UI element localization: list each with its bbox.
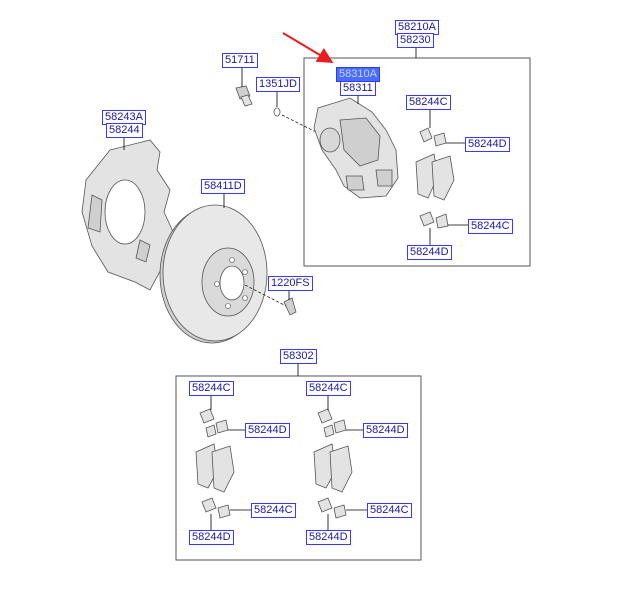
caliper-brake-pads bbox=[415, 153, 455, 201]
kit-pads-right bbox=[313, 443, 353, 493]
part-label-58310a-selected[interactable]: 58310A bbox=[336, 67, 380, 82]
kit-clips-left-lower bbox=[201, 497, 231, 519]
backing-plate bbox=[81, 139, 176, 291]
part-label-58243a[interactable]: 58243A bbox=[102, 110, 146, 125]
part-label-58230[interactable]: 58230 bbox=[397, 33, 434, 48]
part-label-58302[interactable]: 58302 bbox=[280, 349, 317, 364]
disc-screw bbox=[283, 297, 297, 316]
part-label-58244c-caliper-lower[interactable]: 58244C bbox=[468, 219, 513, 234]
part-label-1351jd[interactable]: 1351JD bbox=[256, 77, 300, 92]
kit-clips-right-upper bbox=[317, 408, 347, 438]
part-label-51711[interactable]: 51711 bbox=[222, 53, 258, 68]
selection-arrow bbox=[282, 32, 334, 64]
part-label-58244d-caliper-upper[interactable]: 58244D bbox=[465, 137, 510, 152]
part-label-1220fs[interactable]: 1220FS bbox=[268, 276, 313, 291]
part-label-58311[interactable]: 58311 bbox=[340, 81, 376, 96]
brake-disc bbox=[159, 204, 268, 344]
kit-pads-left bbox=[195, 443, 235, 493]
part-label-58210a[interactable]: 58210A bbox=[395, 20, 439, 35]
part-label-58411d[interactable]: 58411D bbox=[201, 179, 245, 194]
part-label-58244d-kit-right-lower[interactable]: 58244D bbox=[306, 530, 351, 545]
guide-bolt bbox=[235, 85, 253, 107]
pad-kit-box bbox=[175, 375, 422, 561]
brake-caliper bbox=[313, 97, 399, 199]
part-label-58244d-kit-right-upper[interactable]: 58244D bbox=[363, 423, 408, 438]
kit-clips-right-lower bbox=[317, 497, 347, 519]
part-label-58244c-kit-right-lower[interactable]: 58244C bbox=[367, 503, 412, 518]
part-label-58244d-kit-left-lower[interactable]: 58244D bbox=[189, 530, 234, 545]
part-label-58244d-kit-left-upper[interactable]: 58244D bbox=[245, 423, 290, 438]
caliper-assembly-box bbox=[303, 57, 531, 267]
washer bbox=[273, 107, 281, 117]
part-label-58244[interactable]: 58244 bbox=[106, 123, 143, 138]
part-label-58244c-kit-left-lower[interactable]: 58244C bbox=[251, 503, 296, 518]
caliper-pad-clips-upper bbox=[419, 127, 447, 147]
part-label-58244c-kit-right-upper[interactable]: 58244C bbox=[306, 381, 351, 396]
part-label-58244c-kit-left-upper[interactable]: 58244C bbox=[189, 381, 234, 396]
part-label-58244d-caliper-lower[interactable]: 58244D bbox=[407, 245, 452, 260]
part-label-58244c-caliper-upper[interactable]: 58244C bbox=[406, 95, 451, 110]
caliper-pad-clips-lower bbox=[419, 211, 449, 229]
kit-clips-left-upper bbox=[199, 408, 229, 438]
